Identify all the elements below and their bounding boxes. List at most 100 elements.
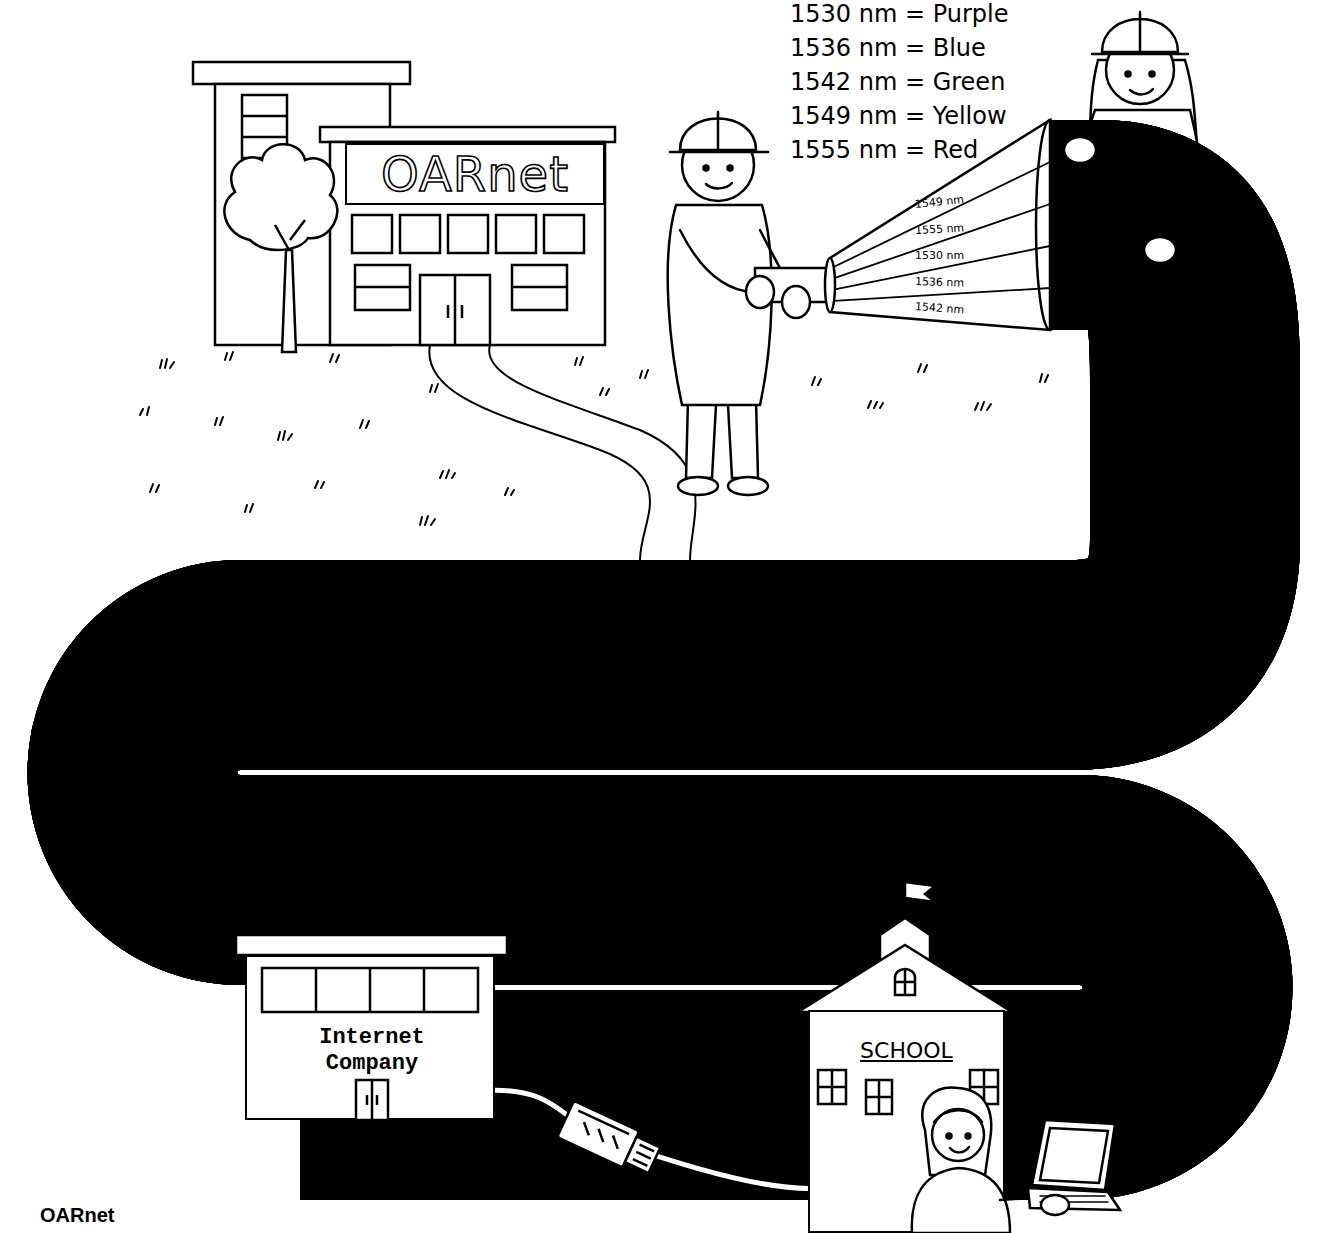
wavelength-label: 1536 nm: [650, 693, 748, 719]
oarnet-building: [544, 215, 584, 253]
woman: [1139, 12, 1142, 52]
grass: [225, 352, 233, 360]
man: [670, 151, 768, 154]
grass: [420, 516, 435, 525]
grass: [278, 431, 292, 440]
oarnet-building: [400, 215, 440, 253]
school-roof: [798, 880, 1012, 1012]
man: [728, 166, 733, 171]
student: [966, 1134, 971, 1139]
wavelength-label: 1542 nm: [515, 652, 613, 678]
oarnet-building: [193, 62, 615, 345]
grass: [160, 359, 174, 368]
student: [947, 1134, 952, 1139]
wavelength-key: 1555 nm = Red: [790, 136, 978, 165]
school-roof: [895, 968, 915, 995]
grass: [150, 484, 159, 492]
cable-outline: [495, 1090, 808, 1188]
oarnet-building: [512, 286, 567, 289]
oarnet-building: [355, 265, 410, 310]
wavelength-label: 1530 nm: [780, 735, 878, 761]
grass: [330, 354, 339, 362]
tree: [282, 250, 296, 352]
school-roof: [798, 945, 1012, 1012]
grass: [505, 488, 514, 495]
student: [1032, 1120, 1115, 1190]
company-roof: [236, 935, 507, 955]
woman: [1150, 72, 1155, 77]
tree: [224, 144, 337, 352]
student: [922, 1088, 991, 1175]
grass: [215, 417, 223, 425]
school-windows: [818, 1070, 846, 1104]
building-sign: OARnet: [345, 143, 605, 205]
grass: [600, 388, 609, 395]
wavelength-label: 1555 nm: [250, 568, 348, 594]
student: [912, 1168, 1010, 1233]
footpath: [429, 345, 695, 560]
funnel: [1036, 120, 1064, 330]
ethernet-jack: [557, 1101, 663, 1179]
woman: [1126, 72, 1131, 77]
school-windows: [818, 1070, 846, 1104]
company-windows: [356, 1080, 388, 1120]
company-windows: [316, 968, 424, 1012]
company-windows: [367, 1080, 377, 1120]
wavelength-label: 1549 nm: [385, 610, 483, 636]
funnel: [830, 162, 1050, 301]
oarnet-building: [496, 215, 536, 253]
grass: [360, 420, 369, 428]
fiber-tag: 1555 nm: [915, 221, 965, 237]
grass: [245, 504, 253, 512]
student: [932, 1109, 984, 1161]
man: [728, 477, 768, 495]
oarnet-building: [330, 142, 605, 345]
student: [1041, 1195, 1069, 1215]
wavelength-key: 1542 nm = Green: [790, 68, 1005, 97]
man: [706, 183, 732, 188]
grass: [140, 407, 149, 415]
oarnet-building: [512, 265, 567, 310]
school-roof: [905, 882, 935, 902]
man: [686, 400, 758, 478]
tree: [275, 220, 305, 250]
man: [678, 477, 718, 495]
oarnet-building: [355, 286, 410, 289]
woman: [1130, 89, 1153, 94]
grass: [575, 357, 583, 365]
oarnet-building: [448, 215, 488, 253]
school-windows: [866, 1080, 892, 1114]
source-note: OARnet: [40, 1203, 114, 1227]
ethernet-jack: [571, 1111, 629, 1151]
grass: [1040, 374, 1048, 382]
man: [717, 112, 720, 150]
student: [950, 1147, 969, 1152]
grass: [140, 352, 1048, 525]
company-roof: [236, 935, 507, 955]
grass: [918, 364, 927, 372]
ethernet-jack: [625, 1137, 660, 1173]
wavelength-key: 1530 nm = Purple: [790, 0, 1008, 29]
grass: [868, 401, 883, 408]
oarnet-building: [448, 275, 462, 345]
school-windows: [866, 1080, 892, 1114]
grass: [975, 402, 991, 410]
hands: [1144, 237, 1176, 263]
man: [680, 230, 752, 292]
ethernet-cable: [495, 1090, 808, 1188]
company-windows: [262, 968, 478, 1120]
grass: [812, 377, 821, 385]
grass: [430, 384, 438, 392]
ethernet-jack: [633, 1145, 654, 1166]
funnel: [825, 258, 835, 312]
fiber-tag: 1536 nm: [915, 275, 965, 290]
tree: [224, 144, 337, 250]
grass: [315, 481, 324, 488]
grass: [640, 370, 648, 378]
wavelength-key: 1549 nm = Yellow: [790, 102, 1007, 131]
grass: [440, 470, 455, 478]
